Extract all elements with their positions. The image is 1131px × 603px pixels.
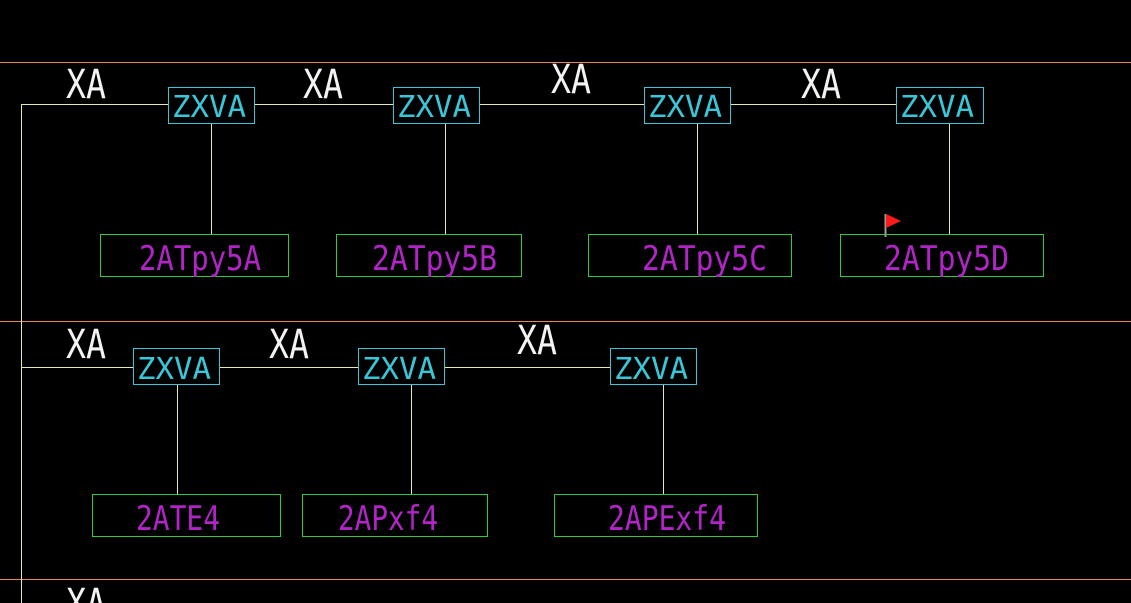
panel-box [336, 234, 522, 277]
panel-box [92, 494, 281, 537]
xa-label: XA [66, 62, 106, 108]
panel-box [588, 234, 792, 277]
xa-label: XA [801, 62, 841, 108]
switch-block[interactable]: ZXVA [393, 87, 480, 126]
panel-box [302, 494, 488, 537]
xa-label: XA [66, 581, 106, 603]
xa-label: XA [303, 62, 343, 108]
panel-block[interactable]: 2ATE4 [92, 494, 281, 540]
panel-box [100, 234, 289, 277]
panel-block[interactable]: 2APExf4 [554, 494, 758, 540]
switch-box [133, 348, 220, 385]
circuit-row-2: XA XA XA ZXVA ZXVA ZXVA 2ATE4 2APxf4 2AP… [21, 318, 758, 539]
panel-label: 2ATpy5B [372, 239, 497, 279]
switch-label: ZXVA [137, 352, 211, 387]
panel-box [840, 234, 1044, 277]
xa-label: XA [269, 322, 309, 368]
panel-block[interactable]: 2ATpy5B [336, 234, 522, 280]
circuit-row-3: XA [66, 581, 106, 603]
switch-label: ZXVA [397, 90, 471, 125]
panel-label: 2ATpy5A [139, 239, 261, 279]
switch-label: ZXVA [614, 352, 688, 387]
flag-icon[interactable] [884, 214, 902, 237]
switch-block[interactable]: ZXVA [133, 348, 220, 388]
panel-block[interactable]: 2ATpy5A [100, 234, 289, 280]
switch-block[interactable]: ZXVA [610, 348, 697, 388]
switch-label: ZXVA [900, 90, 974, 125]
panel-label: 2APExf4 [608, 499, 726, 539]
panel-label: 2APxf4 [338, 499, 438, 539]
panel-block[interactable]: 2ATpy5D [840, 234, 1044, 280]
switch-box [168, 87, 255, 124]
switch-label: ZXVA [648, 90, 722, 125]
switch-block[interactable]: ZXVA [644, 87, 731, 126]
xa-label: XA [551, 57, 591, 103]
circuit-row-1: XA XA XA XA ZXVA ZXVA ZXVA ZXVA 2ATpy5A [21, 57, 1044, 279]
panel-block[interactable]: 2APxf4 [302, 494, 488, 540]
switch-label: ZXVA [362, 352, 436, 387]
switch-box [610, 348, 697, 385]
xa-label: XA [66, 322, 106, 368]
switch-label: ZXVA [172, 90, 246, 125]
panel-label: 2ATpy5D [884, 239, 1009, 279]
switch-box [644, 87, 731, 124]
switch-box [358, 348, 445, 385]
switch-block[interactable]: ZXVA [358, 348, 445, 388]
xa-label: XA [517, 318, 557, 364]
switch-block[interactable]: ZXVA [896, 87, 984, 126]
panel-box [554, 494, 758, 537]
panel-block[interactable]: 2ATpy5C [588, 234, 792, 280]
switch-box [896, 87, 984, 124]
switch-block[interactable]: ZXVA [168, 87, 255, 126]
panel-label: 2ATpy5C [642, 239, 767, 279]
panel-label: 2ATE4 [136, 499, 220, 539]
switch-box [393, 87, 480, 124]
